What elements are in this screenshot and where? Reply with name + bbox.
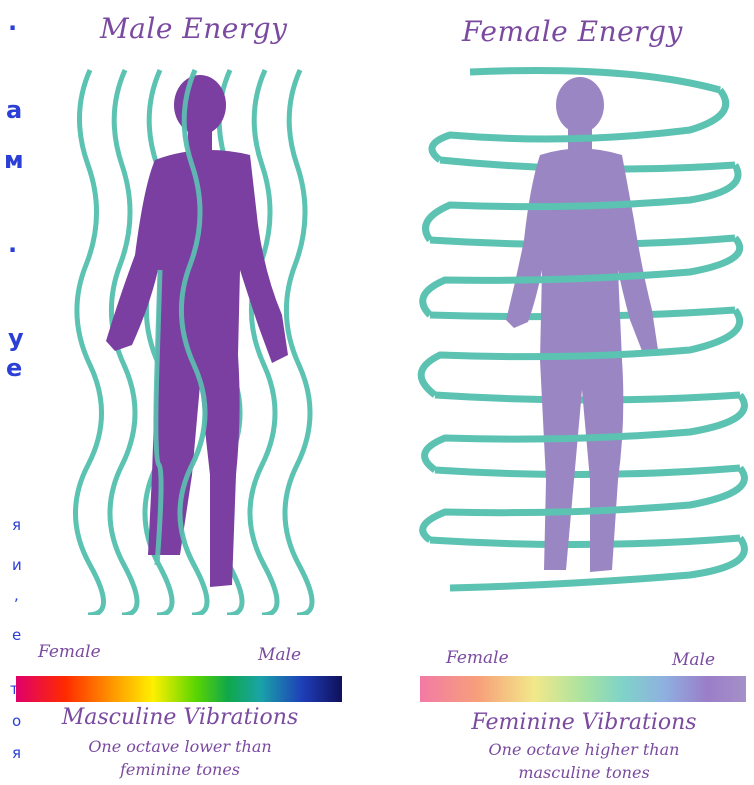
- strip-fragment: м: [4, 146, 24, 174]
- male-spectrum-bar: [16, 676, 342, 702]
- left-text-strip: . a м . y e я и , е т о я: [0, 0, 30, 785]
- female-scale-female-label: Female: [446, 648, 509, 668]
- female-figure-illustration: [390, 60, 754, 620]
- strip-fragment: .: [8, 230, 17, 258]
- female-spectrum-bar: [420, 676, 746, 702]
- male-scale-male-label: Male: [258, 645, 301, 665]
- female-subcaption-line2: masculine tones: [424, 763, 744, 782]
- strip-fragment: y: [8, 324, 24, 352]
- male-figure-illustration: [60, 55, 335, 615]
- strip-fragment: e: [6, 354, 22, 382]
- male-caption: Masculine Vibrations: [20, 705, 340, 730]
- strip-fragment: ,: [14, 586, 19, 604]
- female-body-silhouette: [506, 77, 658, 572]
- strip-fragment: a: [6, 96, 22, 124]
- female-caption: Feminine Vibrations: [424, 710, 744, 735]
- male-subcaption-line1: One octave lower than: [20, 737, 340, 756]
- male-subcaption-line2: feminine tones: [20, 760, 340, 779]
- strip-fragment: и: [12, 556, 22, 574]
- female-energy-title: Female Energy: [462, 15, 683, 48]
- strip-fragment: я: [12, 516, 21, 534]
- male-energy-title: Male Energy: [100, 12, 287, 45]
- male-scale-female-label: Female: [38, 642, 101, 662]
- strip-fragment: .: [8, 8, 17, 36]
- female-scale-male-label: Male: [672, 650, 715, 670]
- strip-fragment: е: [12, 626, 21, 644]
- female-subcaption-line1: One octave higher than: [424, 740, 744, 759]
